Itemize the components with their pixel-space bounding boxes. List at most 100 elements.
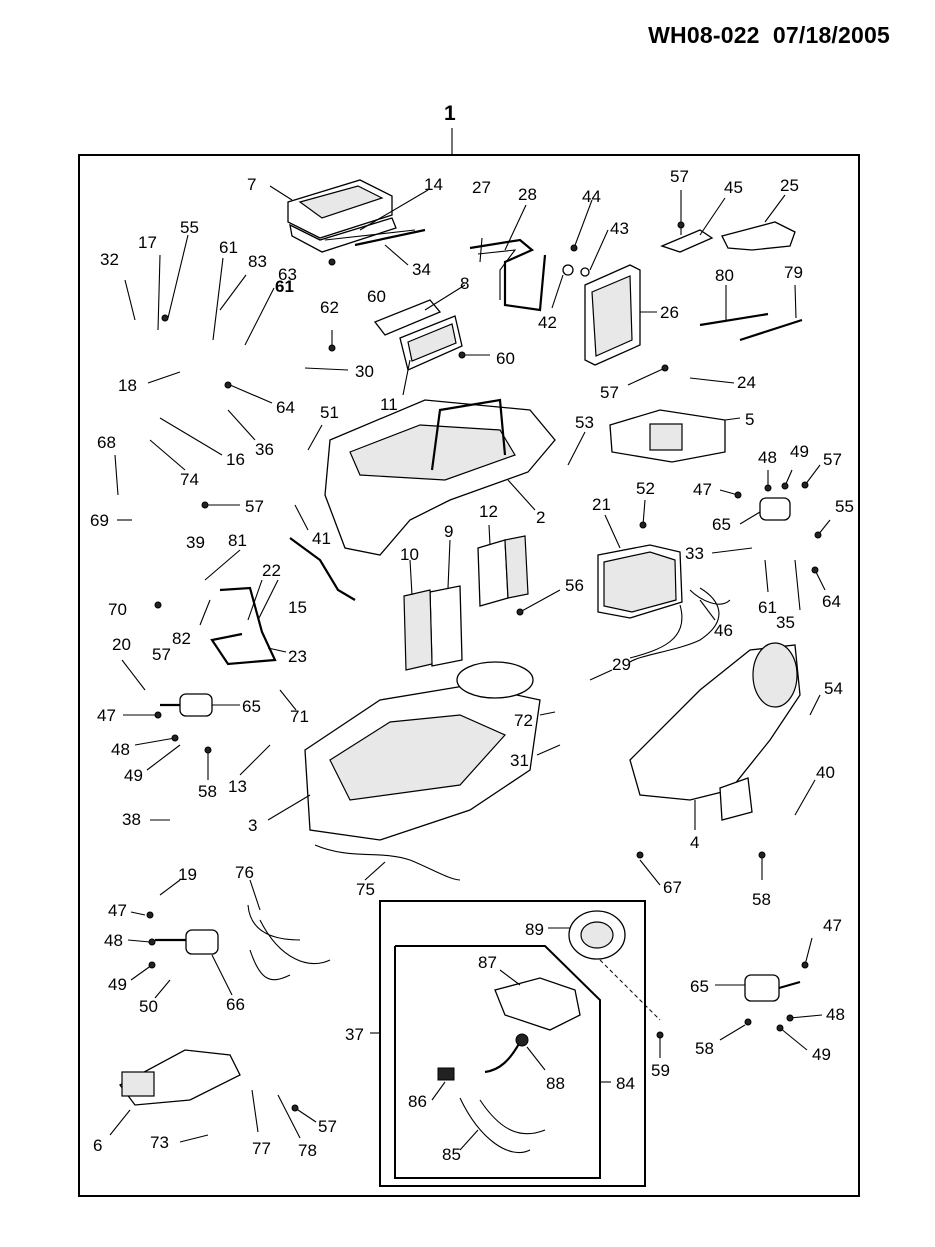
callout-88: 88: [546, 1074, 565, 1093]
rod-part-79: [739, 318, 803, 342]
callout-37: 37: [345, 1025, 364, 1044]
callout-85: 85: [442, 1145, 461, 1164]
callout-17: 17: [138, 233, 157, 252]
callout-48-c: 48: [104, 931, 123, 950]
callout-8: 8: [460, 274, 469, 293]
callout-39: 39: [186, 533, 205, 552]
callout-23: 23: [288, 647, 307, 666]
harness-part-76: [247, 904, 331, 981]
callout-43: 43: [610, 219, 629, 238]
callout-48-d: 48: [826, 1005, 845, 1024]
callout-78: 78: [298, 1141, 317, 1160]
callout-41: 41: [312, 529, 331, 548]
connector-part-86: [437, 1067, 455, 1081]
callout-56: 56: [565, 576, 584, 595]
callout-6: 6: [93, 1136, 102, 1155]
pipe-part-27: [469, 238, 547, 312]
callout-28: 28: [518, 185, 537, 204]
callout-62: 62: [320, 298, 339, 317]
callout-57-d: 57: [823, 450, 842, 469]
hose-part-23: [210, 586, 277, 666]
callout-66: 66: [226, 995, 245, 1014]
bracket-part-87: [494, 977, 581, 1031]
callout-80: 80: [715, 266, 734, 285]
callout-4: 4: [690, 833, 699, 852]
callout-35: 35: [776, 613, 795, 632]
callout-24: 24: [737, 373, 756, 392]
upper-case-part-2: [324, 398, 556, 556]
callout-64-b: 64: [822, 592, 841, 611]
callout-58-c: 58: [695, 1039, 714, 1058]
blower-motor-part-89: [568, 910, 661, 1021]
callout-54: 54: [824, 679, 843, 698]
callout-47-b: 47: [97, 706, 116, 725]
callout-57-e: 57: [152, 645, 171, 664]
callout-77: 77: [252, 1139, 271, 1158]
filter-part-12: [477, 535, 529, 607]
callout-81: 81: [228, 531, 247, 550]
callout-57-b: 57: [600, 383, 619, 402]
callout-60-b: 60: [496, 349, 515, 368]
callout-63: 63: [278, 265, 297, 284]
callout-36: 36: [255, 440, 274, 459]
assembly-number: 1: [444, 102, 456, 125]
callout-25: 25: [780, 176, 799, 195]
callout-5: 5: [745, 410, 754, 429]
callout-22: 22: [262, 561, 281, 580]
callout-58-a: 58: [198, 782, 217, 801]
callout-61-a: 61: [219, 238, 238, 257]
callout-33: 33: [685, 544, 704, 563]
callout-65-c: 65: [690, 977, 709, 996]
diagram-code: WH08-022: [648, 22, 760, 48]
callout-9: 9: [444, 522, 453, 541]
callout-11: 11: [380, 395, 398, 414]
diagram-frame: [78, 154, 860, 1197]
callout-38: 38: [122, 810, 141, 829]
callout-46: 46: [714, 621, 733, 640]
callout-74: 74: [180, 470, 199, 489]
callout-45: 45: [724, 178, 743, 197]
callout-34: 34: [412, 260, 431, 279]
callout-47-c: 47: [108, 901, 127, 920]
callout-26: 26: [660, 303, 679, 322]
blower-parts-subbox: [394, 945, 601, 1179]
callout-27: 27: [472, 178, 491, 197]
callout-10: 10: [400, 545, 419, 564]
duct-part-5: [609, 409, 726, 463]
callout-18: 18: [118, 376, 137, 395]
callout-29: 29: [612, 655, 631, 674]
document-header: WH08-022 07/18/2005: [560, 22, 890, 49]
callout-68: 68: [97, 433, 116, 452]
callout-53: 53: [575, 413, 594, 432]
callout-48-a: 48: [758, 448, 777, 467]
callout-61-b: 61: [275, 277, 294, 296]
callout-49-a: 49: [790, 442, 809, 461]
duct-part-6: [119, 1049, 241, 1106]
callout-47-d: 47: [823, 916, 842, 935]
heater-core-part-26: [562, 264, 641, 366]
cable-part-15: [289, 537, 356, 601]
blower-kit-box: [379, 900, 646, 1187]
callout-76: 76: [235, 863, 254, 882]
motor-part-66: [155, 929, 219, 955]
callout-47-a: 47: [693, 480, 712, 499]
lower-case-part-3: [304, 661, 541, 841]
callout-84: 84: [616, 1074, 635, 1093]
callout-numbers: 7 14 34 60 27 28 44 43 42 26 57 45 25 80…: [90, 167, 854, 1164]
callout-73: 73: [150, 1133, 169, 1152]
callout-7: 7: [247, 175, 256, 194]
callout-44: 44: [582, 187, 601, 206]
callout-72: 72: [514, 711, 533, 730]
evaporator-part-21: [597, 544, 731, 659]
callout-57-c: 57: [245, 497, 264, 516]
callout-71: 71: [290, 707, 309, 726]
callout-86: 86: [408, 1092, 427, 1111]
door-part-8: [373, 299, 463, 371]
rod-part-80: [699, 312, 769, 327]
actuator-part-65-c: [744, 974, 801, 1002]
callout-42: 42: [538, 313, 557, 332]
callout-69: 69: [90, 511, 109, 530]
callout-19: 19: [178, 865, 197, 884]
callout-49-c: 49: [108, 975, 127, 994]
